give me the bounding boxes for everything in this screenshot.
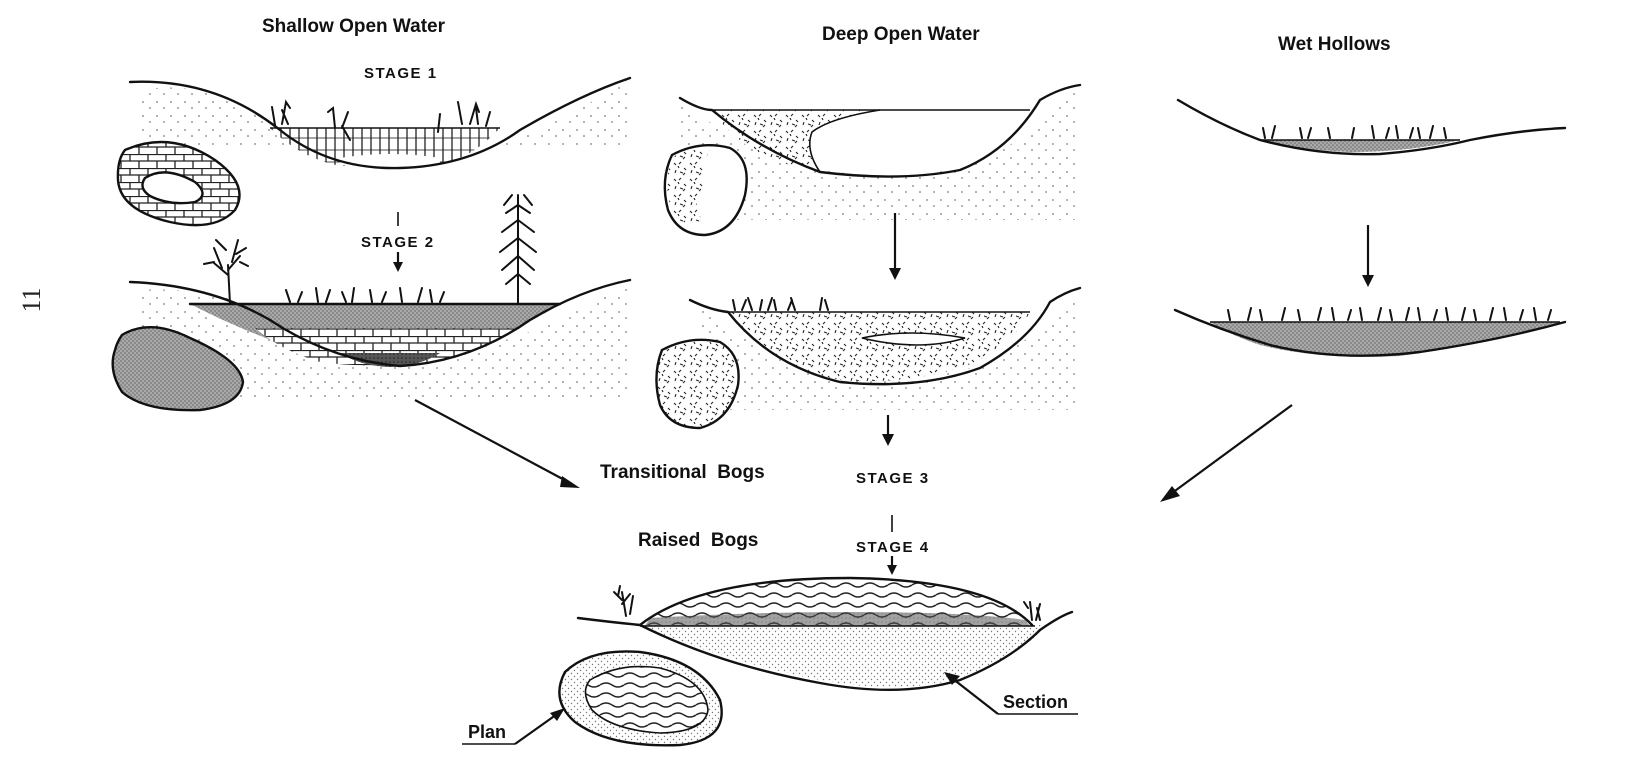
conifer-tree-icon (500, 195, 536, 304)
wet-hollows-stage1-section (1178, 100, 1565, 154)
column-title-shallow: Shallow Open Water (262, 16, 446, 37)
wet-hollows-down-arrow (1362, 225, 1374, 287)
stage-4-arrow (887, 556, 897, 575)
deep-water-stage2-section (690, 288, 1080, 410)
raised-bogs-label: Raised Bogs (638, 530, 758, 551)
stage-4-label: STAGE 4 (856, 539, 930, 556)
shallow-water-stage1-plan (118, 142, 240, 225)
deep-water-stage2-plan (656, 340, 738, 428)
hollows-to-transitional-arrow (1160, 405, 1292, 502)
page-number: 11 (17, 287, 46, 312)
deep-water-down-arrow-1 (889, 213, 901, 280)
plan-callout: Plan (462, 708, 565, 744)
deep-water-stage1-plan (665, 145, 747, 235)
stage-2-arrow (393, 252, 403, 272)
plan-label: Plan (468, 722, 506, 742)
transitional-bogs-label: Transitional Bogs (600, 462, 765, 483)
column-title-wet-hollows: Wet Hollows (1278, 34, 1391, 55)
shallow-to-transitional-arrow (415, 400, 580, 488)
column-title-deep: Deep Open Water (822, 24, 980, 45)
raised-bog-plan (559, 651, 721, 745)
deep-water-down-arrow-2 (882, 415, 894, 446)
wet-hollows-stage2-section (1175, 308, 1565, 357)
section-label: Section (1003, 692, 1068, 712)
stage-1-label: STAGE 1 (364, 65, 438, 82)
stage-2-label: STAGE 2 (361, 234, 435, 251)
stage-3-label: STAGE 3 (856, 470, 930, 487)
